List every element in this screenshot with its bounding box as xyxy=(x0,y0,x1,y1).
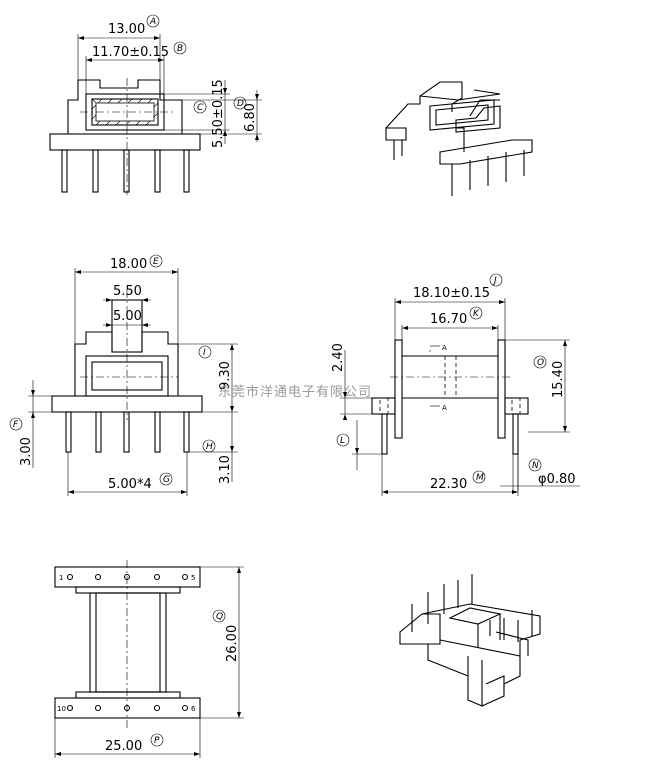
front-view-top: 13.00 A 11.70±0.15 B 5.50±0.15 C 6.80 D xyxy=(49,14,262,195)
dim-b-tag: B xyxy=(177,44,183,54)
pin-holes-top xyxy=(66,573,189,581)
pins-top-view xyxy=(61,149,190,193)
dim-i-value: 9.30 xyxy=(218,361,233,390)
dim-h-value: 3.10 xyxy=(218,455,233,484)
dim-i-tag: I xyxy=(203,348,206,358)
dim-f-value: 3.00 xyxy=(19,437,34,466)
dim-2-40: 2.40 xyxy=(331,343,346,372)
section-mark-bottom: A xyxy=(442,404,447,412)
dim-c-tag: C xyxy=(197,103,204,113)
pin-holes-bottom xyxy=(66,704,189,712)
dim-l-tag: L xyxy=(340,436,345,446)
dim-f-tag: F xyxy=(13,420,19,430)
dim-g-value: 5.00*4 xyxy=(108,477,152,492)
dim-q-value: 26.00 xyxy=(225,625,240,662)
dim-k-tag: K xyxy=(473,309,480,319)
pin-number-1: 1 xyxy=(59,574,63,582)
isometric-view-bottom xyxy=(399,574,541,707)
side-view-middle: A A 18.10±0.15 J 16.70 K 2.40 L xyxy=(331,273,580,496)
dim-j-tag: J xyxy=(492,276,497,286)
dim-5-50: 5.50 xyxy=(113,284,142,299)
dim-q-tag: Q xyxy=(216,612,223,622)
pin-number-6: 6 xyxy=(191,705,196,713)
dim-d-value: 6.80 xyxy=(243,103,258,132)
dim-c-value: 5.50±0.15 xyxy=(211,79,226,148)
dim-e-tag: E xyxy=(153,257,159,267)
dim-b-value: 11.70±0.15 xyxy=(92,45,169,60)
pin-number-10: 10 xyxy=(57,705,66,713)
dim-m-value: 22.30 xyxy=(430,477,467,492)
dim-n-value: φ0.80 xyxy=(538,472,576,487)
pin-number-5: 5 xyxy=(191,574,195,582)
dim-m-tag: M xyxy=(476,473,484,483)
dim-o-value: 15.40 xyxy=(551,361,566,398)
top-view-bottom: 1 5 10 6 25.00 P 26.00 Q xyxy=(54,560,244,758)
pins-middle-view xyxy=(65,411,190,453)
dim-p-tag: P xyxy=(154,736,160,746)
dim-5-00: 5.00 xyxy=(113,309,142,324)
dim-a-value: 13.00 xyxy=(108,22,145,37)
company-watermark: 东莞市洋通电子有限公司 xyxy=(218,384,372,400)
dim-p-value: 25.00 xyxy=(105,739,142,754)
dim-o-tag: O xyxy=(537,358,544,368)
dim-g-tag: G xyxy=(163,475,170,485)
dim-h-tag: H xyxy=(206,442,213,452)
dim-n-tag: N xyxy=(532,461,539,471)
dim-d-tag: D xyxy=(237,99,244,109)
dim-e-value: 18.00 xyxy=(110,257,147,272)
front-view-middle: 18.00 E 5.50 5.00 9.30 I 3.10 H 3.00 F xyxy=(9,254,238,496)
dim-a-tag: A xyxy=(149,17,156,27)
isometric-view-top xyxy=(385,81,533,196)
dim-k-value: 16.70 xyxy=(430,312,467,327)
section-mark-top: A xyxy=(442,344,447,352)
dim-j-value: 18.10±0.15 xyxy=(413,286,490,301)
